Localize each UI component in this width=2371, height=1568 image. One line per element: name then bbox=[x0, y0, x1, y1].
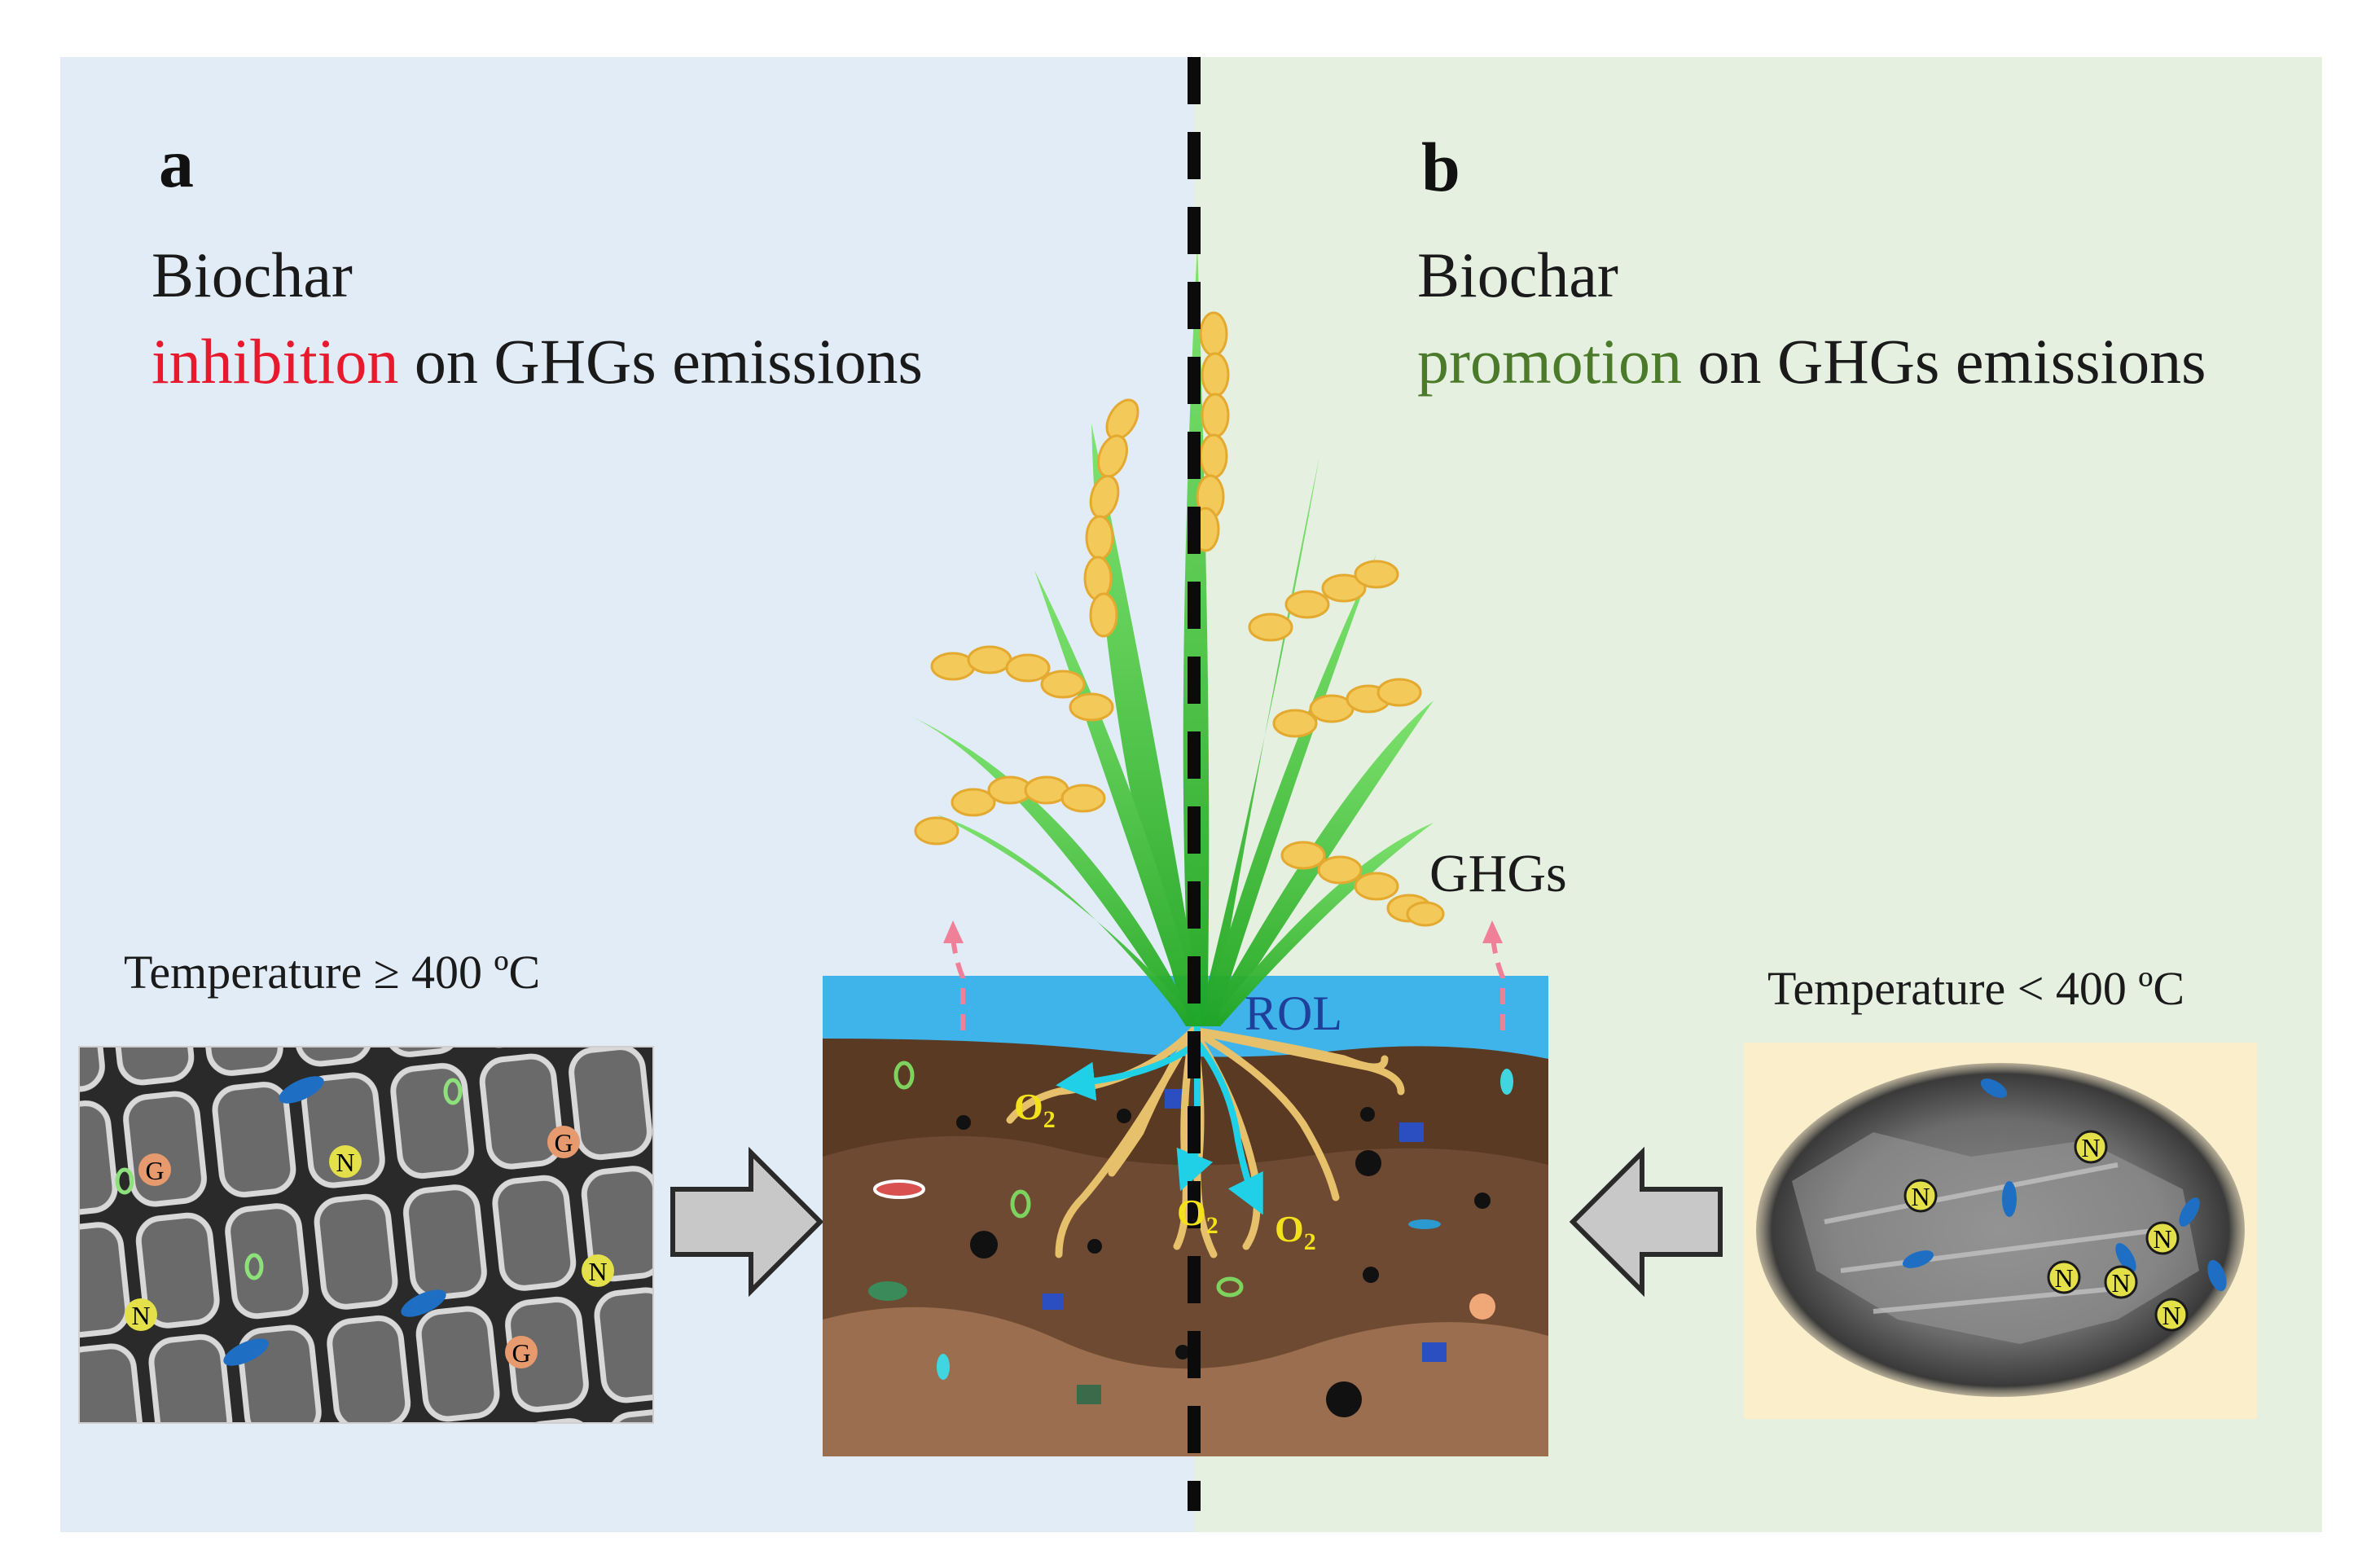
ghg-release-arrows bbox=[943, 920, 1505, 1030]
panel-b-temperature-label: Temperature < 400 ºC bbox=[1767, 962, 2185, 1015]
svg-text:N: N bbox=[2153, 1224, 2171, 1254]
nitrogen-badge-icon: N bbox=[329, 1145, 362, 1178]
o2-label: O2 bbox=[1177, 1192, 1218, 1240]
blue-particle-icon bbox=[1902, 1078, 2227, 1292]
svg-text:N: N bbox=[588, 1257, 607, 1286]
panel-b-heading-line2: promotion on GHGs emissions bbox=[1417, 318, 2206, 405]
svg-text:G: G bbox=[145, 1156, 164, 1185]
svg-text:N: N bbox=[2111, 1268, 2130, 1298]
nitrogen-badge-icon: N bbox=[125, 1298, 157, 1331]
panel-b-heading: Biochar promotion on GHGs emissions bbox=[1417, 232, 2206, 405]
nitrogen-badge-icon: N bbox=[2154, 1298, 2189, 1332]
rice-grain-panicles bbox=[914, 311, 1445, 927]
nitrogen-badge-icon: N bbox=[2047, 1260, 2081, 1294]
panel-b-badges: N N N N N N bbox=[1903, 1130, 2189, 1332]
right-input-arrow bbox=[1569, 1146, 1723, 1298]
gas-badge-icon: G bbox=[547, 1126, 580, 1158]
panel-a-heading-rest: on GHGs emissions bbox=[398, 326, 923, 397]
nitrogen-badge-icon: N bbox=[2145, 1221, 2180, 1255]
left-input-arrow bbox=[670, 1146, 824, 1298]
o2-label: O2 bbox=[1014, 1086, 1056, 1134]
svg-text:N: N bbox=[2081, 1133, 2100, 1162]
nitrogen-badge-icon: N bbox=[582, 1254, 614, 1287]
rice-plant bbox=[912, 244, 1445, 1026]
svg-text:G: G bbox=[554, 1128, 573, 1157]
svg-text:N: N bbox=[131, 1301, 150, 1330]
ghgs-label: GHGs bbox=[1429, 844, 1567, 903]
panel-a-heading-line1: Biochar bbox=[151, 239, 353, 310]
gas-badge-icon: G bbox=[505, 1336, 538, 1368]
rol-label: ROL bbox=[1245, 986, 1342, 1040]
soil-cross-section bbox=[823, 976, 1548, 1456]
nitrogen-badge-icon: N bbox=[2074, 1130, 2108, 1164]
svg-text:N: N bbox=[2054, 1263, 2073, 1293]
svg-text:N: N bbox=[1911, 1182, 1930, 1211]
panel-a-heading-line2: inhibition on GHGs emissions bbox=[151, 318, 923, 405]
inhibition-word: inhibition bbox=[151, 326, 399, 397]
o2-label: O2 bbox=[1275, 1208, 1316, 1256]
green-microbe-icon bbox=[115, 1078, 463, 1280]
gas-badge-icon: G bbox=[138, 1153, 171, 1186]
svg-text:G: G bbox=[512, 1338, 530, 1368]
panel-b-letter: b bbox=[1421, 128, 1460, 206]
sem-image-high-temp bbox=[78, 1046, 654, 1424]
promotion-word: promotion bbox=[1417, 326, 1682, 397]
svg-text:N: N bbox=[2162, 1301, 2180, 1330]
panel-b-heading-rest: on GHGs emissions bbox=[1682, 326, 2206, 397]
panel-a-letter: a bbox=[159, 124, 194, 202]
microbe-icons bbox=[868, 1061, 1513, 1404]
svg-text:N: N bbox=[336, 1148, 354, 1177]
panel-a-heading: Biochar inhibition on GHGs emissions bbox=[151, 232, 923, 405]
blue-particle-icon bbox=[223, 1076, 446, 1366]
sem-image-low-temp bbox=[1744, 1043, 2257, 1419]
nitrogen-badge-icon: N bbox=[2104, 1265, 2138, 1299]
panel-a-badges: G N G N N G bbox=[125, 1126, 614, 1368]
panel-a-temperature-label: Temperature ≥ 400 ºC bbox=[124, 946, 541, 999]
panel-b-heading-line1: Biochar bbox=[1417, 239, 1618, 310]
nitrogen-badge-icon: N bbox=[1903, 1179, 1938, 1213]
